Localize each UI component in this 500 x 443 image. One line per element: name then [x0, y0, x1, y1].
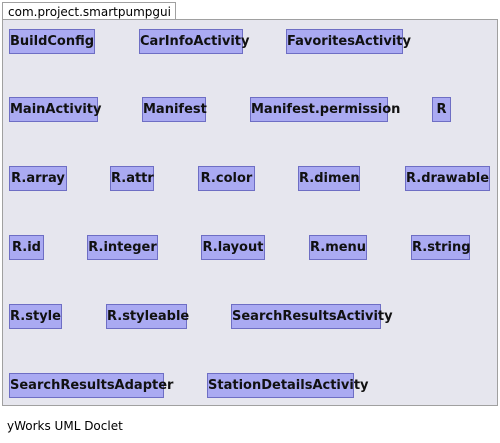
class-r-color[interactable]: R.color [198, 166, 255, 191]
class-r-integer[interactable]: R.integer [87, 235, 158, 260]
class-searchresultsactivity[interactable]: SearchResultsActivity [231, 304, 393, 329]
class-stationdetailsactivity[interactable]: StationDetailsActivity [207, 373, 369, 398]
class-favoritesactivity[interactable]: FavoritesActivity [286, 29, 411, 54]
class-r-menu[interactable]: R.menu [309, 235, 367, 260]
generator-credit: yWorks UML Doclet [7, 419, 123, 433]
class-r-styleable[interactable]: R.styleable [106, 304, 189, 329]
class-buildconfig[interactable]: BuildConfig [9, 29, 95, 54]
class-r-id[interactable]: R.id [9, 235, 44, 260]
class-r-drawable[interactable]: R.drawable [405, 166, 490, 191]
class-r-dimen[interactable]: R.dimen [298, 166, 360, 191]
class-searchresultsadapter[interactable]: SearchResultsAdapter [9, 373, 173, 398]
class-r-layout[interactable]: R.layout [201, 235, 265, 260]
package-name-tab: com.project.smartpumpgui [2, 2, 176, 20]
class-mainactivity[interactable]: MainActivity [9, 97, 101, 122]
class-manifest-permission[interactable]: Manifest.permission [250, 97, 400, 122]
package-frame [2, 19, 498, 406]
class-r-attr[interactable]: R.attr [110, 166, 154, 191]
class-r-array[interactable]: R.array [9, 166, 67, 191]
class-manifest[interactable]: Manifest [142, 97, 207, 122]
class-r[interactable]: R [432, 97, 451, 122]
class-carinfoactivity[interactable]: CarInfoActivity [139, 29, 249, 54]
class-r-string[interactable]: R.string [411, 235, 471, 260]
class-r-style[interactable]: R.style [9, 304, 62, 329]
